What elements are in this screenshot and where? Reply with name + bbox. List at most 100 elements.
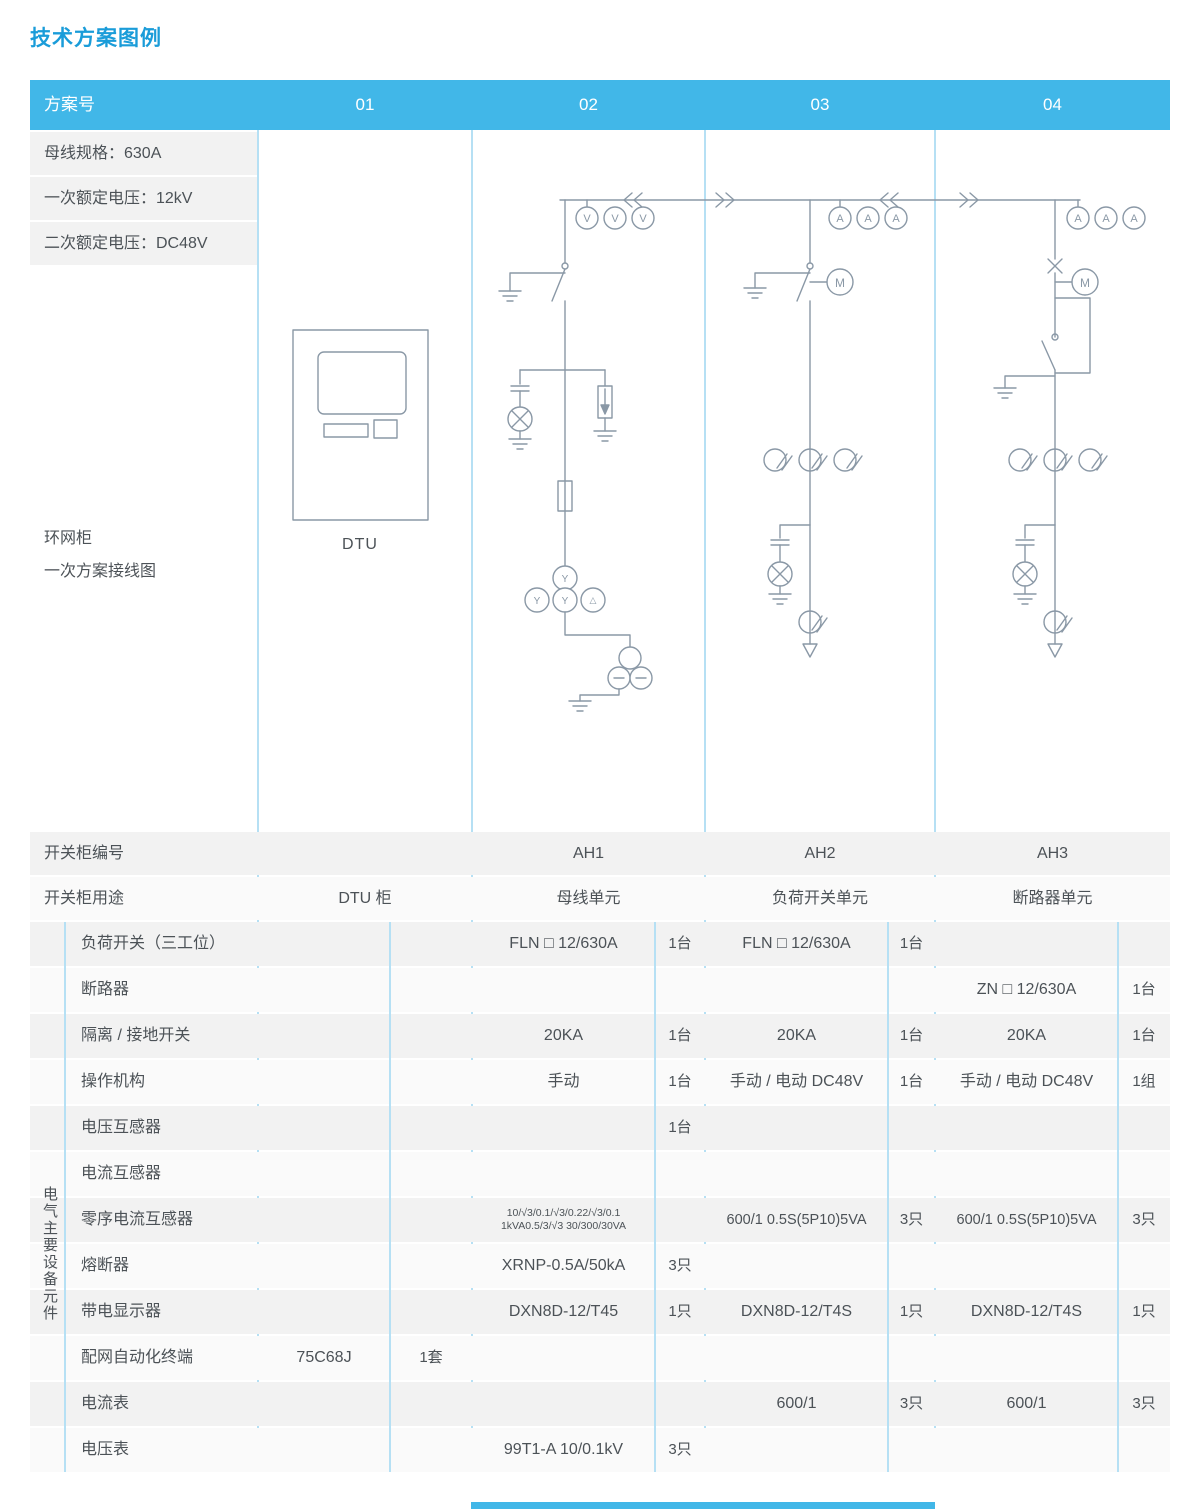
row-label: 断路器 <box>81 981 130 998</box>
cell-qty: 1台 <box>668 935 692 952</box>
header-scheme-04: 04 <box>1043 95 1062 114</box>
ammeter-symbol: A <box>1102 213 1110 225</box>
ammeter-symbol: A <box>864 213 872 225</box>
qty-divider <box>1117 922 1119 1472</box>
cell-value: 20KA <box>1006 1027 1047 1044</box>
table-row-voltmeter: 电压表 99T1-A 10/0.1kV 3只 <box>30 1428 1170 1472</box>
row-label: 操作机构 <box>81 1073 146 1090</box>
header-scheme-03: 03 <box>810 95 830 114</box>
cell-qty: 1组 <box>1132 1073 1156 1090</box>
cell-value-multiline: 10/√3/0.1/√3/0.22/√3/0.1 1kVA0.5/3/√3 30… <box>472 1198 655 1242</box>
section-label-line2: 一次方案接线图 <box>44 563 157 580</box>
table-row-earthing-switch: 隔离 / 接地开关 20KA 1台 20KA 1台 20KA 1台 <box>30 1014 1170 1058</box>
ammeter-symbol: A <box>836 213 844 225</box>
row-label: 电压表 <box>81 1441 130 1458</box>
cabinet-no-04: AH3 <box>1036 845 1069 862</box>
star-winding-symbol: Y <box>562 596 569 607</box>
cabinet-use-03: 负荷开关单元 <box>771 890 868 907</box>
cell-value: FLN □ 12/630A <box>509 935 618 952</box>
cell-value: DXN8D-12/T4S <box>740 1303 853 1320</box>
column-divider <box>471 130 473 1472</box>
cell-qty: 3只 <box>1132 1395 1156 1412</box>
header-scheme-01: 01 <box>355 95 375 114</box>
diagram-symbol-letters: V V V A A A A A A M M Y Y Y △ <box>534 213 1139 607</box>
ammeter-symbol: A <box>1074 213 1082 225</box>
cell-qty: 1台 <box>899 935 924 952</box>
row-label: 熔断器 <box>81 1257 130 1274</box>
motor-symbol: M <box>835 276 845 290</box>
ammeter-symbol: A <box>1130 213 1138 225</box>
cell-qty: 1台 <box>899 1073 924 1090</box>
row-label: 配网自动化终端 <box>81 1349 194 1366</box>
qty-divider <box>887 922 889 1472</box>
row-label: 零序电流互感器 <box>81 1211 194 1228</box>
cabinet-use-01: DTU 柜 <box>338 890 392 907</box>
dtu-label: DTU <box>342 536 378 553</box>
table-row-load-switch: 负荷开关（三工位） FLN □ 12/630A 1台 FLN □ 12/630A… <box>30 922 1170 966</box>
cell-qty: 1只 <box>1132 1303 1156 1320</box>
cell-qty: 1台 <box>668 1027 692 1044</box>
qty-divider <box>389 922 391 1472</box>
cell-value: 手动 / 电动 DC48V <box>729 1073 864 1090</box>
cell-value: FLN □ 12/630A <box>742 935 851 952</box>
cell-qty: 1套 <box>419 1349 443 1366</box>
motor-symbol: M <box>1080 276 1090 290</box>
cell-qty: 1台 <box>668 1073 692 1090</box>
cell-value: 600/1 <box>1006 1395 1047 1412</box>
cabinet-use-02: 母线单元 <box>556 890 621 907</box>
scheme-02-busbar-unit-diagram <box>498 199 655 712</box>
table-row-ammeter: 电流表 600/1 3只 600/1 3只 <box>30 1382 1170 1426</box>
column-divider <box>704 130 706 1472</box>
row-label: 带电显示器 <box>81 1303 162 1320</box>
column-divider <box>257 130 259 1472</box>
cell-value: 手动 / 电动 DC48V <box>959 1073 1094 1090</box>
column-divider <box>934 130 936 1472</box>
next-section-header-partial <box>471 1502 935 1509</box>
row-label: 开关柜用途 <box>44 890 125 907</box>
busbar <box>559 192 1081 208</box>
cell-value: 99T1-A 10/0.1kV <box>503 1441 624 1458</box>
cabinet-use-row: 开关柜用途 DTU 柜 母线单元 负荷开关单元 断路器单元 <box>30 877 1170 920</box>
section-divider <box>64 922 66 1472</box>
cell-value: 75C68J <box>296 1349 352 1366</box>
cabinet-use-04: 断路器单元 <box>1012 890 1093 907</box>
cabinet-no-row: 开关柜编号 AH1 AH2 AH3 <box>30 832 1170 875</box>
cell-value: DXN8D-12/T45 <box>508 1303 619 1320</box>
page-title: 技术方案图例 <box>30 27 162 50</box>
row-label: 隔离 / 接地开关 <box>81 1027 191 1044</box>
table-row-live-display: 带电显示器 DXN8D-12/T45 1只 DXN8D-12/T4S 1只 DX… <box>30 1290 1170 1334</box>
cell-qty: 1台 <box>899 1027 924 1044</box>
cell-qty: 1台 <box>1132 981 1156 998</box>
cell-value: 600/1 <box>776 1395 817 1412</box>
cell-value: 20KA <box>776 1027 817 1044</box>
cabinet-no-01 <box>258 832 472 875</box>
cell-value-line2: 1kVA0.5/3/√3 30/300/30VA <box>500 1220 627 1232</box>
voltmeter-symbol: V <box>583 213 591 225</box>
spec-secondary-voltage: 二次额定电压：DC48V <box>30 222 258 265</box>
table-row-automation-terminal: 配网自动化终端 75C68J 1套 <box>30 1336 1170 1380</box>
table-row-fuse: 熔断器 XRNP-0.5A/50kA 3只 <box>30 1244 1170 1288</box>
scheme-04-circuit-breaker-unit-diagram <box>993 199 1146 658</box>
cell-value: 600/1 0.5S(5P10)5VA <box>726 1212 867 1228</box>
qty-divider <box>654 922 656 1472</box>
row-label: 开关柜编号 <box>44 845 125 862</box>
cabinet-no-02: AH1 <box>572 845 605 862</box>
cell-value: DXN8D-12/T4S <box>970 1303 1083 1320</box>
cell-qty: 1台 <box>668 1119 692 1136</box>
cell-value: 600/1 0.5S(5P10)5VA <box>956 1212 1097 1228</box>
cell-qty: 1只 <box>668 1303 692 1320</box>
table-header: 方案号 01 02 03 04 <box>30 80 1170 130</box>
header-scheme-label: 方案号 <box>44 95 95 114</box>
table-row-voltage-transformer: 电压互感器 1台 <box>30 1106 1170 1150</box>
table-row-circuit-breaker: 断路器 ZN □ 12/630A 1台 <box>30 968 1170 1012</box>
row-label: 电压互感器 <box>81 1119 162 1136</box>
row-label: 负荷开关（三工位） <box>81 935 226 952</box>
equipment-section-label: 电气主要设备元件 <box>41 1186 58 1322</box>
cell-value: ZN □ 12/630A <box>976 981 1077 998</box>
voltmeter-symbol: V <box>639 213 647 225</box>
cell-qty: 3只 <box>668 1441 692 1458</box>
row-label: 电流互感器 <box>81 1165 162 1182</box>
star-winding-symbol: Y <box>562 574 569 585</box>
voltmeter-symbol: V <box>611 213 619 225</box>
